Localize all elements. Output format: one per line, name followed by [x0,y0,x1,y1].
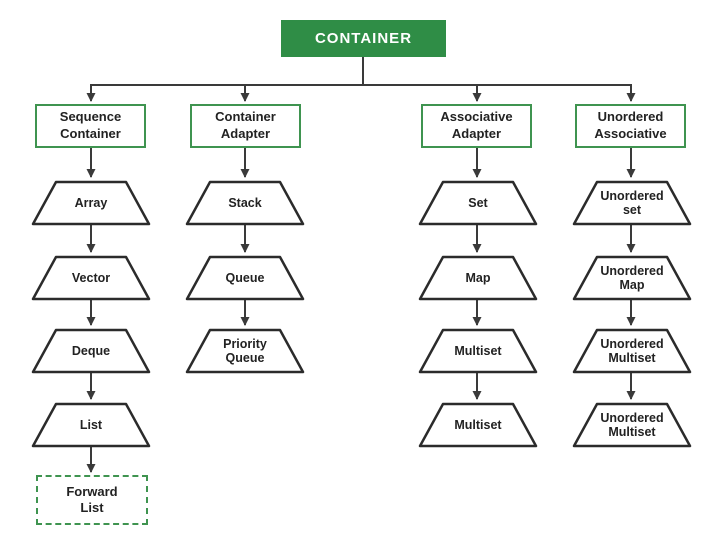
node-unordered-multiset-1: Unordered Multiset [572,328,692,374]
node-set: Set [418,180,538,226]
trapezoid-shape [31,180,151,226]
header-associative-adapter: Associative Adapter [421,104,532,148]
node-label: Deque [71,343,111,358]
node-label: Array [74,195,108,210]
node-label: Unordered set [600,188,664,217]
node-label: Multiset [454,343,502,358]
trapezoid-shape [418,402,538,448]
node-multiset-1: Multiset [418,328,538,374]
node-label: Vector [71,270,111,285]
node-label: List [79,417,103,432]
node-forward-list: Forward List [36,475,148,525]
node-multiset-2: Multiset [418,402,538,448]
node-unordered-map: Unordered Map [572,255,692,301]
node-label: Unordered Multiset [600,336,664,365]
trapezoid-shape [418,328,538,374]
node-unordered-multiset-2: Unordered Multiset [572,402,692,448]
container-root-node: CONTAINER [281,20,446,57]
node-list: List [31,402,151,448]
node-label: Stack [228,195,262,210]
node-queue: Queue [185,255,305,301]
node-label: Map [465,270,491,285]
trapezoid-shape [572,402,692,448]
node-label: Unordered Multiset [600,410,664,439]
trapezoid-shape [185,255,305,301]
trapezoid-shape [185,180,305,226]
trapezoid-shape [185,328,305,374]
node-vector: Vector [31,255,151,301]
trapezoid-shape [31,255,151,301]
trapezoid-shape [572,180,692,226]
node-label: Multiset [454,417,502,432]
header-unordered-associative: Unordered Associative [575,104,686,148]
node-deque: Deque [31,328,151,374]
header-container-adapter: Container Adapter [190,104,301,148]
node-priority-queue: Priority Queue [185,328,305,374]
trapezoid-shape [418,180,538,226]
header-sequence-container: Sequence Container [35,104,146,148]
node-label: Unordered Map [600,263,664,292]
trapezoid-shape [31,328,151,374]
trapezoid-shape [31,402,151,448]
node-label: Queue [225,270,265,285]
trapezoid-shape [572,255,692,301]
node-label: Priority Queue [223,336,267,365]
node-label: Set [468,195,488,210]
node-stack: Stack [185,180,305,226]
node-map: Map [418,255,538,301]
trapezoid-shape [572,328,692,374]
trapezoid-shape [418,255,538,301]
node-array: Array [31,180,151,226]
node-unordered-set: Unordered set [572,180,692,226]
